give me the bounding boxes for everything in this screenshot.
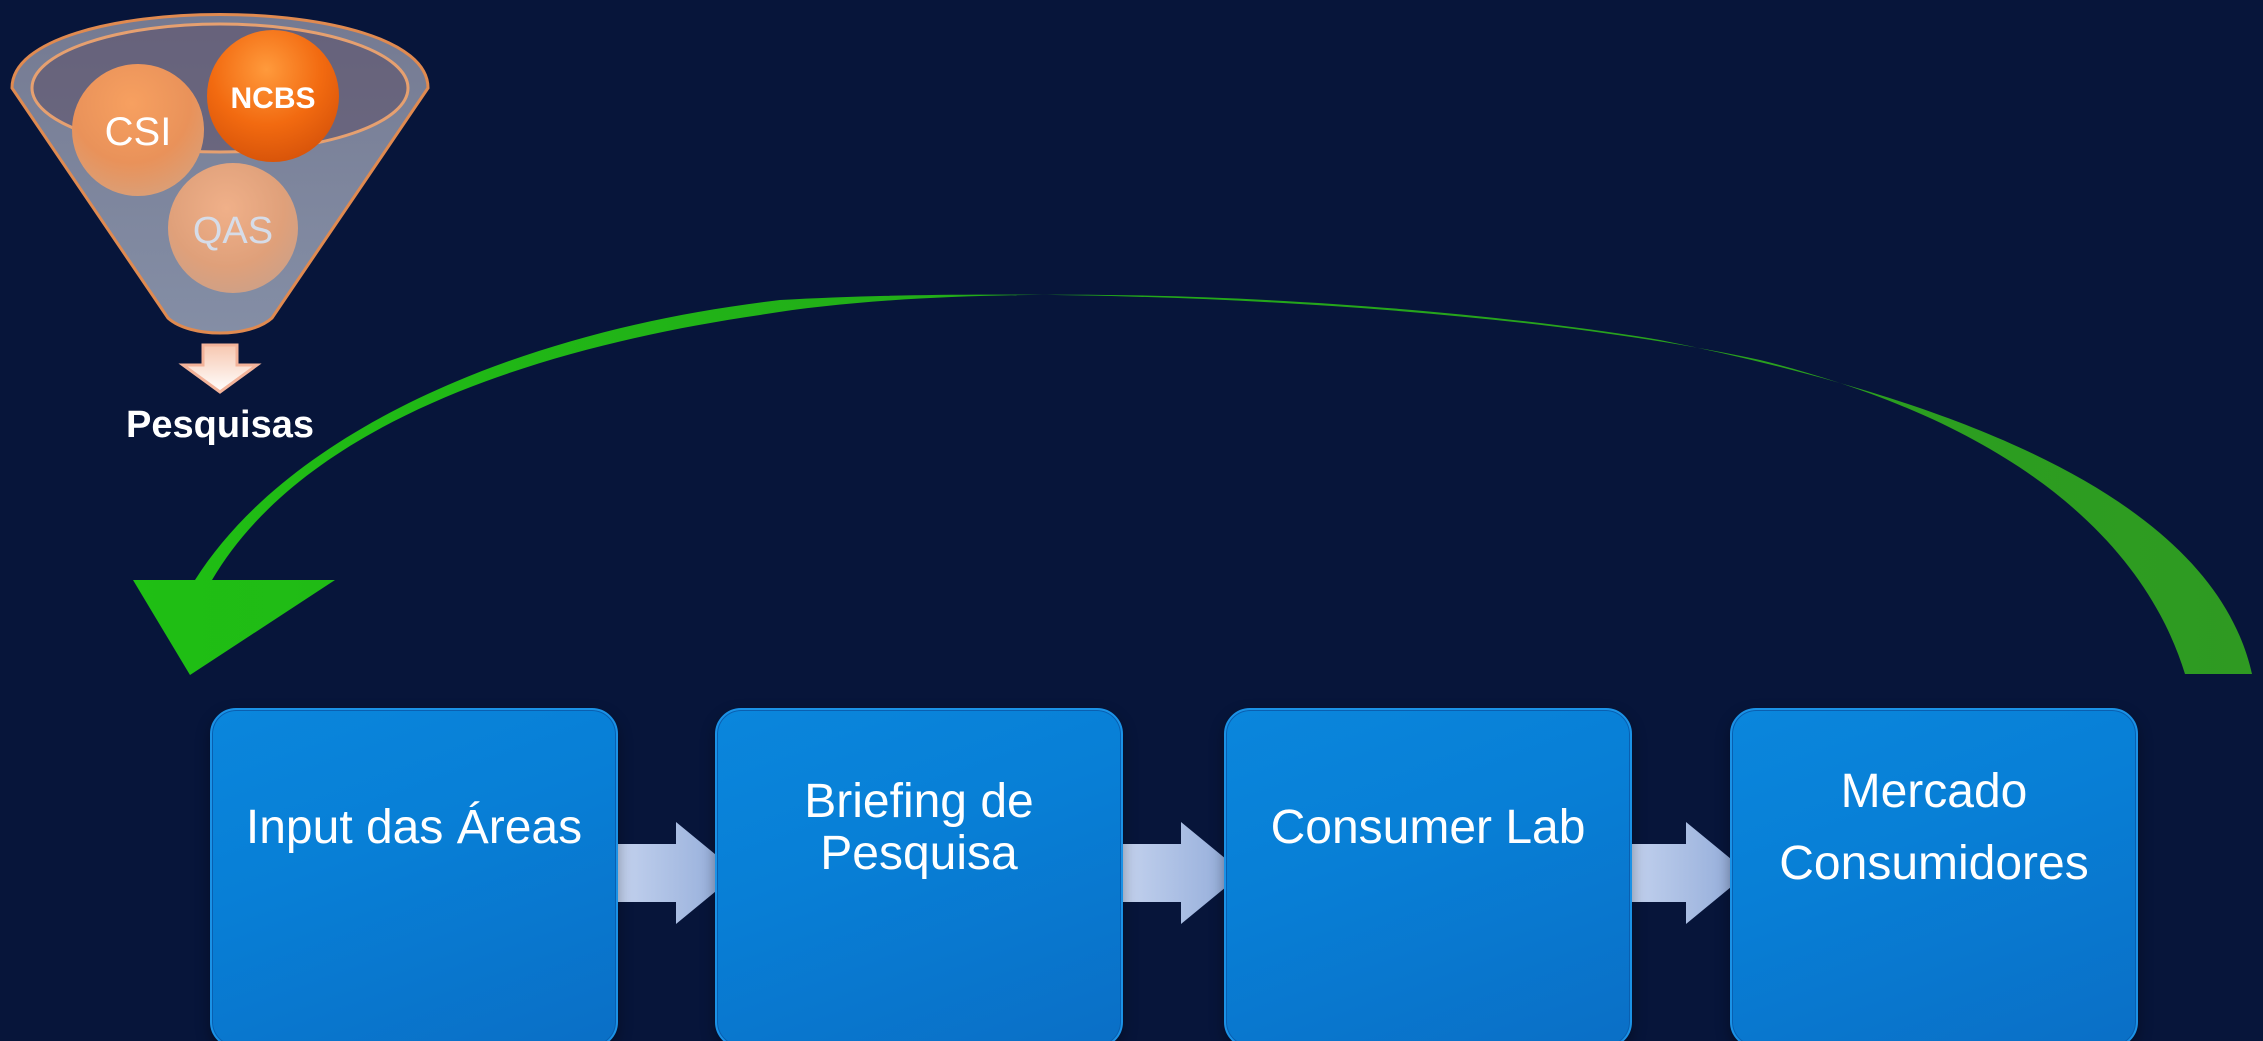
step-box-mercado: Mercado Consumidores xyxy=(1730,708,2138,1041)
down-arrow-icon xyxy=(178,343,262,394)
step-box-input: Input das Áreas xyxy=(210,708,618,1041)
connector-arrow-icon xyxy=(612,822,738,924)
step-label: Briefing de Pesquisa xyxy=(804,775,1034,880)
funnel-item-label: QAS xyxy=(193,210,273,252)
funnel-item-label: CSI xyxy=(105,110,172,154)
step-label: Mercado Consumidores xyxy=(1779,765,2089,890)
step-box-briefing: Briefing de Pesquisa xyxy=(715,708,1123,1041)
step-box-consumer-lab: Consumer Lab xyxy=(1224,708,1632,1041)
connector-arrow-icon xyxy=(1117,822,1243,924)
research-funnel: QAS CSI NCBS xyxy=(10,13,430,394)
step-label: Consumer Lab xyxy=(1270,801,1586,855)
funnel-ball-qas: QAS xyxy=(168,163,298,293)
feedback-arrow xyxy=(133,294,2252,675)
funnel-ball-ncbs: NCBS xyxy=(207,30,339,162)
step-label: Input das Áreas xyxy=(245,801,583,855)
funnel-caption: Pesquisas xyxy=(126,404,314,446)
connector-arrow-icon xyxy=(1622,822,1748,924)
funnel-item-label: NCBS xyxy=(230,82,315,115)
funnel-ball-csi: CSI xyxy=(72,64,204,196)
